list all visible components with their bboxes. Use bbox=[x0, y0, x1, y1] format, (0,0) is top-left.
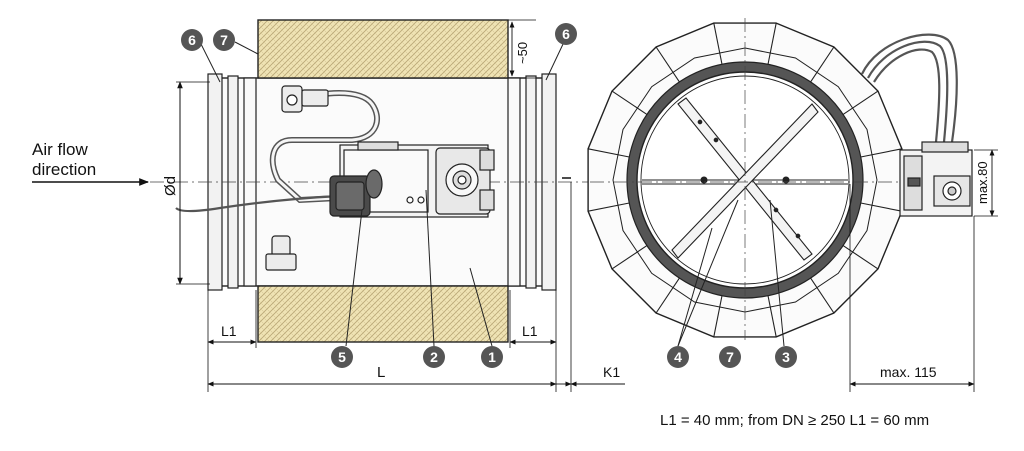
svg-text:6: 6 bbox=[188, 32, 196, 48]
insulation-segment-line bbox=[713, 22, 723, 65]
svg-text:2: 2 bbox=[430, 349, 438, 365]
insulation-segment-line bbox=[860, 202, 903, 212]
insulation-segment-line bbox=[842, 90, 879, 115]
callout-7-front: 7 bbox=[719, 346, 741, 368]
side-view: Ød ~50 L1 L1 L K1 Air flow direction bbox=[32, 19, 625, 392]
max-80-label: max.80 bbox=[975, 161, 990, 204]
pressure-connector-top bbox=[281, 85, 329, 113]
leader-lines bbox=[199, 41, 785, 347]
dim-l1-right: L1 bbox=[522, 323, 538, 339]
footnote: L1 = 40 mm; from DN ≥ 250 L1 = 60 mm bbox=[660, 412, 930, 429]
callout-3: 3 bbox=[775, 346, 797, 368]
svg-text:4: 4 bbox=[674, 349, 682, 365]
callout-6-right: 6 bbox=[555, 23, 577, 45]
supply-cable bbox=[175, 194, 341, 213]
air-flow-label-line2: direction bbox=[32, 160, 96, 179]
insulation-segment-line bbox=[587, 202, 630, 212]
insulation-segment-line bbox=[810, 277, 835, 314]
svg-text:6: 6 bbox=[562, 26, 570, 42]
svg-text:7: 7 bbox=[726, 349, 734, 365]
callout-6-left: 6 bbox=[181, 29, 203, 51]
insulation-segment-line bbox=[810, 46, 835, 83]
insulation-segment-line bbox=[842, 245, 879, 270]
svg-text:1: 1 bbox=[488, 349, 496, 365]
callout-2: 2 bbox=[423, 346, 445, 368]
insulation-segment-line bbox=[655, 277, 680, 314]
insulation-segment-line bbox=[713, 295, 723, 338]
svg-text:3: 3 bbox=[782, 349, 790, 365]
max-115-label: max. 115 bbox=[880, 364, 937, 380]
callout-5: 5 bbox=[331, 346, 353, 368]
front-view: max.80 max. 115 bbox=[587, 18, 998, 392]
callout-1: 1 bbox=[481, 346, 503, 368]
insulation-top bbox=[257, 19, 509, 79]
dim-l1-left: L1 bbox=[221, 323, 237, 339]
insulation-segment-line bbox=[767, 295, 777, 338]
pressure-connector-bottom bbox=[265, 235, 297, 271]
control-plug bbox=[329, 169, 383, 217]
diameter-label: Ød bbox=[162, 176, 179, 196]
front-cables bbox=[861, 33, 958, 143]
insulation-segment-line bbox=[611, 90, 648, 115]
insulation-bottom bbox=[257, 285, 509, 343]
callout-7-top: 7 bbox=[213, 29, 235, 51]
insulation-segment-line bbox=[767, 22, 777, 65]
air-flow-label-line1: Air flow bbox=[32, 140, 88, 159]
dim-k1: K1 bbox=[603, 364, 620, 380]
dim-l: L bbox=[377, 364, 385, 381]
svg-text:7: 7 bbox=[220, 32, 228, 48]
svg-text:5: 5 bbox=[338, 349, 346, 365]
insulation-segment-line bbox=[587, 148, 630, 158]
insulation-segment-line bbox=[611, 245, 648, 270]
insulation-thickness-label: ~50 bbox=[515, 42, 530, 64]
insulation-segment-line bbox=[655, 46, 680, 83]
callout-4: 4 bbox=[667, 346, 689, 368]
actuator-front bbox=[899, 141, 973, 217]
insulation-segment-line bbox=[860, 148, 903, 158]
